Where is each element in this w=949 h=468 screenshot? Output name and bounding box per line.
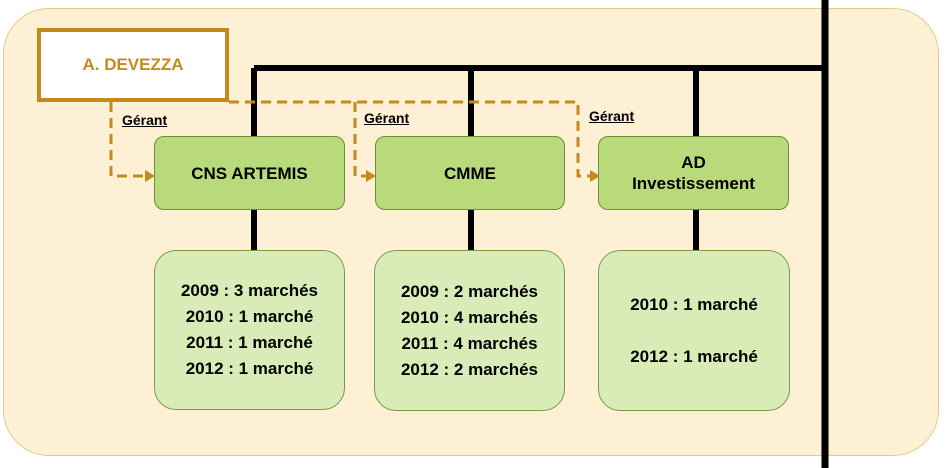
company-box-ad-investissement: AD Investissement [598, 136, 789, 210]
role-label-2: Gérant [364, 110, 410, 126]
manager-link-2 [353, 102, 366, 178]
owner-name: A. DEVEZZA [82, 55, 184, 74]
market-line: 2012 : 1 marché [630, 346, 758, 366]
arrowhead-3 [590, 170, 600, 182]
company-box-cns-artemis: CNS ARTEMIS [154, 136, 345, 210]
markets-box-cmme: 2009 : 2 marchés 2010 : 4 marchés 2011 :… [374, 250, 565, 411]
markets-box-cns-artemis: 2009 : 3 marchés 2010 : 1 marché 2011 : … [154, 250, 345, 410]
market-line: 2012 : 1 marché [185, 359, 314, 378]
market-line: 2010 : 1 marché [185, 307, 314, 326]
company-box-cmme: CMME [375, 136, 565, 210]
manager-link-main [229, 100, 590, 178]
market-line: 2010 : 1 marché [630, 294, 758, 314]
role-label-1: Gérant [122, 112, 168, 128]
manager-link-1 [109, 102, 145, 178]
company-name: CMME [444, 163, 496, 183]
owner-box: A. DEVEZZA [37, 28, 229, 102]
market-line: 2011 : 1 marché [186, 333, 313, 352]
market-line: 2012 : 2 marchés [400, 359, 539, 379]
arrowhead-2 [366, 170, 376, 182]
market-line: 2009 : 3 marchés [180, 281, 319, 300]
role-label-3: Gérant [589, 108, 635, 124]
company-name: CNS ARTEMIS [191, 163, 308, 183]
company-name: AD Investissement [632, 153, 755, 193]
markets-box-ad-investissement: 2010 : 1 marché 2012 : 1 marché [598, 250, 790, 411]
market-line: 2009 : 2 marchés [400, 281, 539, 301]
market-line: 2011 : 4 marchés [401, 333, 538, 353]
arrowhead-1 [145, 170, 155, 182]
market-line: 2010 : 4 marchés [400, 307, 539, 327]
